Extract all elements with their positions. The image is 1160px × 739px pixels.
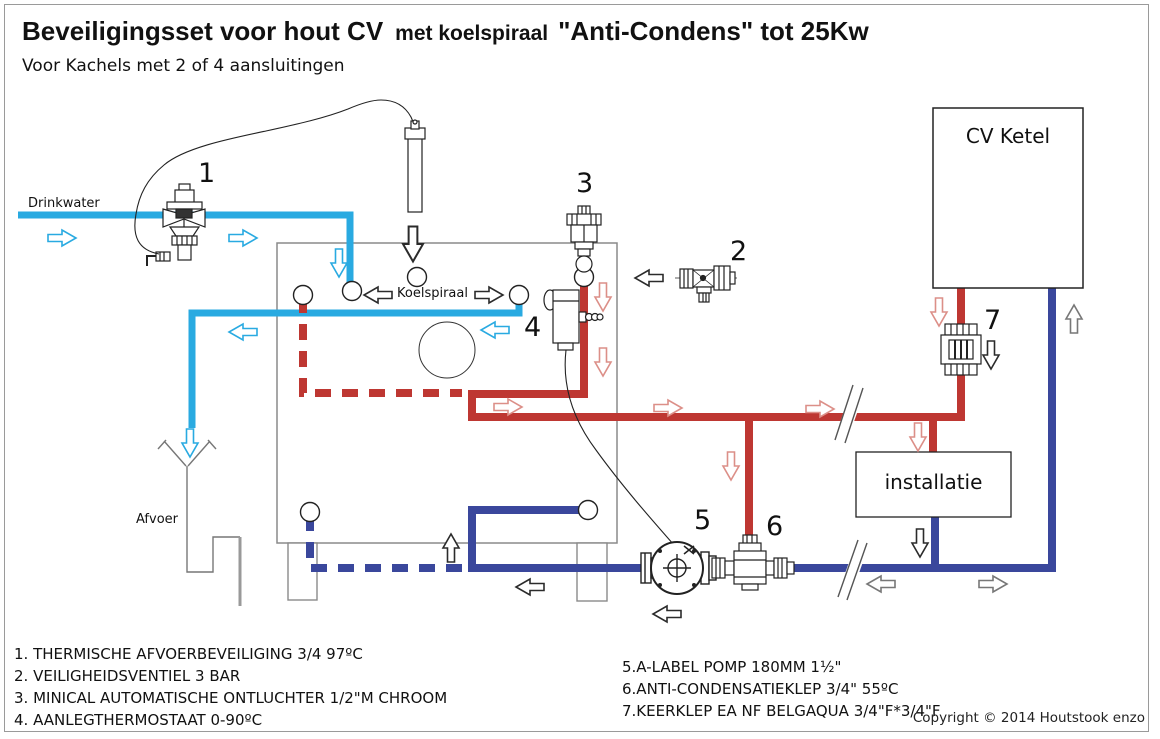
title-quote: "Anti-Condens" tot 25Kw <box>558 16 869 46</box>
flow-arrow <box>228 229 258 247</box>
stove-door-circle <box>418 321 476 379</box>
marker-3: 3 <box>576 168 594 199</box>
cv-ketel-label: CV Ketel <box>965 124 1051 148</box>
flow-arrow <box>722 451 740 481</box>
cold-water-supply-pipe <box>18 211 354 284</box>
flow-arrow <box>47 229 77 247</box>
check-valve <box>940 323 982 376</box>
legend-item-6: 6.ANTI-CONDENSATIEKLEP 3/4" 55ºC <box>622 680 899 698</box>
marker-5: 5 <box>694 505 712 536</box>
flow-arrow <box>866 575 896 593</box>
page-border <box>4 4 1149 732</box>
flow-arrow <box>228 323 258 341</box>
pipe-break-mark <box>833 382 871 601</box>
connection-port <box>341 280 363 302</box>
koelspiraal-label: Koelspiraal <box>397 286 468 301</box>
marker-6: 6 <box>766 511 784 542</box>
installatie-label: installatie <box>884 470 983 494</box>
thermostat-cable <box>564 349 675 546</box>
legend-item-5: 5.A-LABEL POMP 180MM 1½" <box>622 658 842 676</box>
connection-port <box>406 266 428 288</box>
sensor-well <box>404 119 426 213</box>
flow-arrow <box>930 297 948 327</box>
legend-item-4: 4. AANLEGTHERMOSTAAT 0-90ºC <box>14 711 263 729</box>
legend-left: 1. THERMISCHE AFVOERBEVEILIGING 3/4 97ºC… <box>14 643 447 731</box>
drain-funnel <box>157 439 242 606</box>
page-title: Beveiligingsset voor hout CV met koelspi… <box>22 16 869 47</box>
connection-port <box>292 284 314 306</box>
marker-7: 7 <box>984 305 1002 336</box>
flow-arrow <box>652 605 682 623</box>
capillary-tube <box>134 99 415 255</box>
drinkwater-label: Drinkwater <box>28 196 100 211</box>
flow-arrow <box>1065 304 1083 334</box>
flow-arrow <box>911 528 929 558</box>
page-subtitle: Voor Kachels met 2 of 4 aansluitingen <box>22 56 345 76</box>
air-vent-valve <box>566 205 602 273</box>
marker-1: 1 <box>198 158 216 189</box>
cv-ketel-box <box>932 107 1084 289</box>
flow-arrow <box>181 428 199 458</box>
return-pipe <box>468 288 1056 572</box>
flow-arrow <box>634 269 664 287</box>
connection-port <box>299 501 321 523</box>
marker-2: 2 <box>730 236 748 267</box>
connection-port <box>577 499 599 521</box>
flow-arrow <box>982 340 1000 370</box>
anti-condensation-valve <box>711 534 795 591</box>
hot-supply-pipe <box>468 282 965 546</box>
title-mid: met koelspiraal <box>395 22 549 45</box>
flow-arrow <box>909 422 927 452</box>
connection-ports <box>292 266 599 523</box>
legend-item-7: 7.KEERKLEP EA NF BELGAQUA 3/4"F*3/4"F <box>622 702 941 720</box>
marker-4: 4 <box>524 312 542 343</box>
legend-item-3: 3. MINICAL AUTOMATISCHE ONTLUCHTER 1/2"M… <box>14 689 448 707</box>
flow-arrow <box>978 575 1008 593</box>
legend-right: 5.A-LABEL POMP 180MM 1½" 6.ANTI-CONDENSA… <box>622 656 941 722</box>
connection-port <box>508 284 530 306</box>
hot-supply-optional-pipe-dashed <box>299 297 462 397</box>
legend-item-2: 2. VEILIGHEIDSVENTIEL 3 BAR <box>14 667 241 685</box>
copyright-notice: Copyright © 2014 Houtstook enzo <box>912 710 1145 726</box>
safety-valve <box>675 265 737 303</box>
circulation-pump <box>640 541 717 595</box>
afvoer-label: Afvoer <box>136 512 178 527</box>
pipe-thermostat <box>543 289 604 351</box>
legend-item-1: 1. THERMISCHE AFVOERBEVEILIGING 3/4 97ºC <box>14 645 363 663</box>
thermal-discharge-valve <box>146 183 206 266</box>
flow-arrow <box>515 578 545 596</box>
installatie-box <box>855 451 1012 518</box>
title-main: Beveiligingsset voor hout CV <box>22 16 384 46</box>
